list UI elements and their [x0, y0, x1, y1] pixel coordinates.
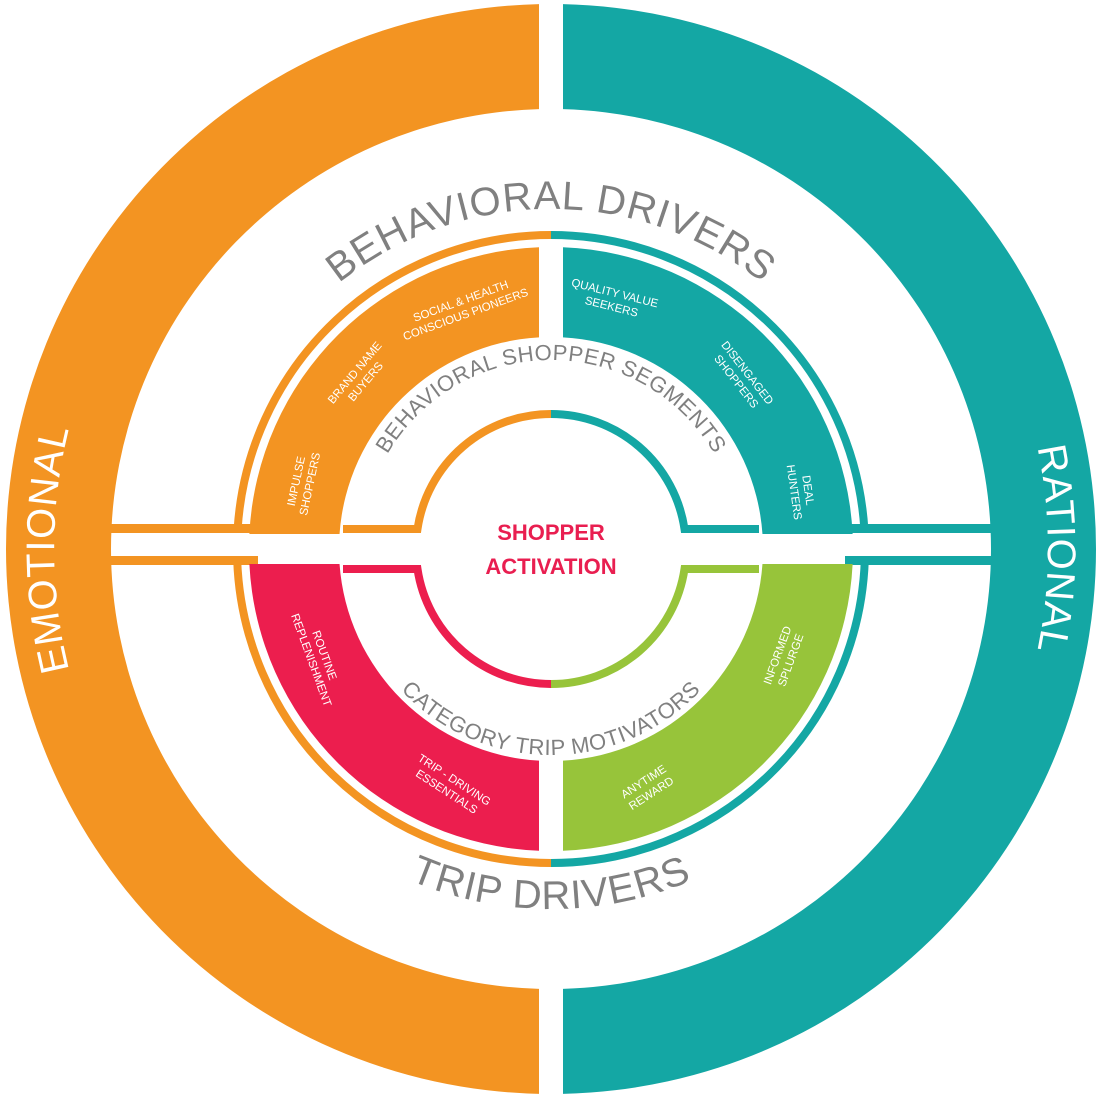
center-title-line1: SHOPPER [497, 520, 605, 545]
connector-bar-upper-right [845, 524, 995, 533]
mid-ring-rational-bottom [550, 559, 869, 867]
mid-ring-emotional-top [233, 231, 552, 530]
mid-ring-emotional-bottom [233, 559, 552, 867]
emotional-outer-ring [5, 4, 540, 1094]
band-routine-trip [249, 564, 539, 851]
center-title-line2: ACTIVATION [485, 554, 616, 579]
band-emotional-behavioral [249, 247, 539, 534]
inner-ring-splurge [550, 565, 759, 688]
inner-ring-rational [550, 410, 759, 533]
connector-bar-upper-left [108, 524, 258, 533]
rational-outer-ring [563, 4, 1097, 1094]
connector-bar-lower-left [108, 556, 258, 565]
connector-bar-lower-right [845, 556, 995, 565]
mid-ring-rational-top [550, 231, 869, 530]
trip-drivers-heading: TRIP DRIVERS [406, 847, 696, 918]
band-splurge-trip [563, 564, 853, 851]
inner-ring-emotional [343, 410, 552, 533]
band-rational-behavioral [563, 247, 853, 534]
segment-deal-hunters-line1: DEAL [799, 475, 815, 507]
inner-ring-routine [343, 565, 552, 688]
connector-bars [108, 524, 995, 565]
